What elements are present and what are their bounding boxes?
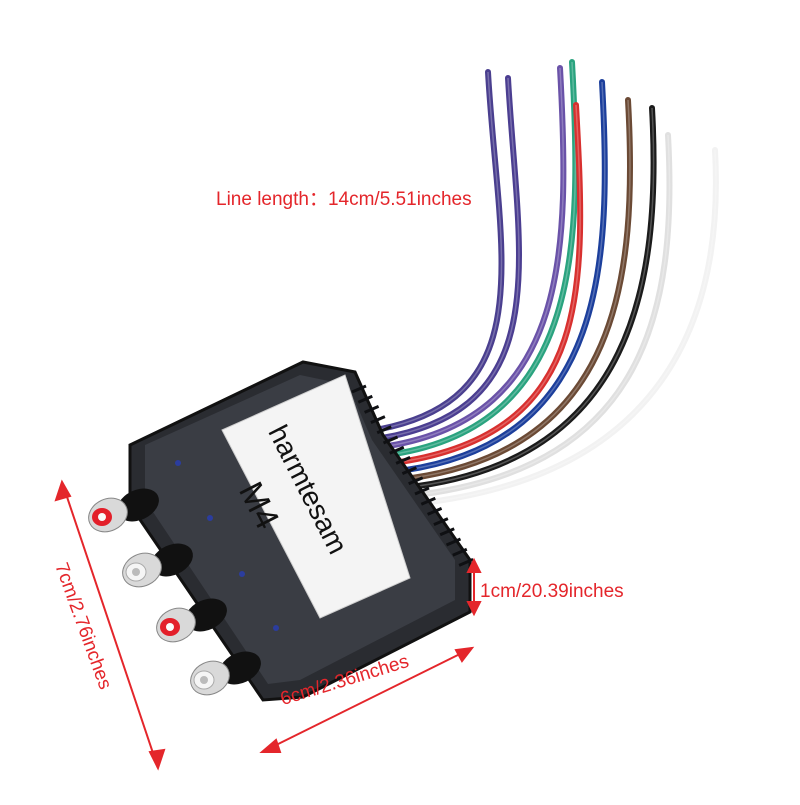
rib bbox=[395, 456, 411, 465]
wire-highlight bbox=[429, 149, 717, 503]
width-arrow-head-right bbox=[454, 646, 475, 663]
wire bbox=[379, 75, 522, 441]
cable-entry-ribs bbox=[351, 384, 474, 567]
dimension-arrows bbox=[54, 479, 482, 771]
wire-highlight bbox=[417, 107, 655, 487]
rib bbox=[364, 405, 380, 414]
rca-jack bbox=[122, 543, 193, 588]
led-indicator bbox=[207, 515, 213, 521]
rib bbox=[401, 466, 417, 475]
depth-arrow-head-top bbox=[54, 479, 72, 502]
rib bbox=[458, 558, 474, 567]
rib bbox=[370, 415, 386, 424]
led-indicator bbox=[239, 571, 245, 577]
height-annotation: 1cm/20.39inches bbox=[480, 581, 624, 602]
wire bbox=[421, 132, 673, 497]
rib bbox=[408, 476, 424, 486]
wire-highlight bbox=[405, 81, 606, 471]
line-length-annotation: Line length：14cm/5.51inches bbox=[216, 189, 472, 210]
rib bbox=[445, 537, 462, 547]
wire-highlight bbox=[374, 71, 503, 431]
wire bbox=[415, 105, 657, 489]
wire bbox=[403, 79, 608, 473]
wire bbox=[409, 97, 634, 481]
rib bbox=[433, 517, 449, 526]
wire bbox=[427, 147, 719, 505]
rib bbox=[376, 425, 392, 435]
rib bbox=[382, 435, 399, 445]
wire-bundle bbox=[372, 59, 719, 505]
wire bbox=[372, 69, 505, 433]
wire bbox=[397, 102, 584, 465]
converter-box bbox=[128, 360, 474, 702]
rib bbox=[420, 496, 436, 506]
wire-highlight bbox=[423, 134, 671, 495]
width-arrow-line bbox=[261, 647, 473, 753]
device-label-plate bbox=[221, 374, 411, 619]
wire bbox=[385, 65, 567, 449]
width-arrow-head-left bbox=[259, 738, 282, 753]
rib bbox=[414, 486, 430, 496]
rca-jacks bbox=[88, 488, 261, 696]
wire-highlight bbox=[381, 77, 520, 439]
depth-arrow-head-bottom bbox=[148, 748, 166, 771]
wire-highlight bbox=[399, 104, 581, 463]
rib bbox=[439, 527, 455, 537]
rib bbox=[389, 445, 405, 455]
rib bbox=[357, 394, 373, 404]
rca-jack bbox=[190, 651, 261, 696]
led-indicator bbox=[273, 625, 279, 631]
led-indicator bbox=[175, 460, 181, 466]
height-arrow-head-top bbox=[466, 557, 482, 573]
rca-jack bbox=[156, 598, 227, 643]
depth-arrow-line bbox=[61, 481, 159, 769]
rib bbox=[452, 547, 468, 557]
wire-highlight bbox=[411, 99, 631, 479]
rib bbox=[351, 384, 367, 394]
rca-jack bbox=[88, 488, 159, 533]
height-arrow-head-bottom bbox=[466, 601, 482, 617]
rib bbox=[427, 507, 443, 516]
wire-highlight bbox=[387, 67, 565, 447]
